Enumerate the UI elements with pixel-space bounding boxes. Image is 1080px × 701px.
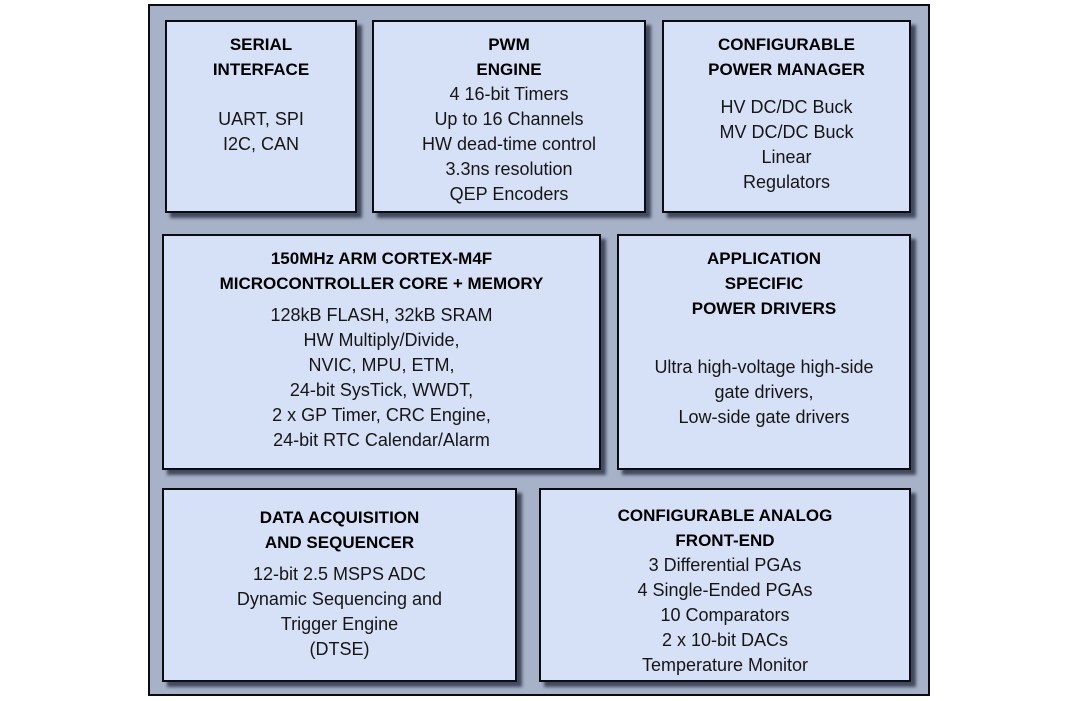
block-body: 12-bit 2.5 MSPS ADC Dynamic Sequencing a… <box>236 564 443 659</box>
block-application-specific-power-drivers: APPLICATION SPECIFIC POWER DRIVERS Ultra… <box>617 234 911 470</box>
block-body: 128kB FLASH, 32kB SRAM HW Multiply/Divid… <box>270 305 493 450</box>
block-configurable-power-manager: CONFIGURABLE POWER MANAGER HV DC/DC Buck… <box>662 20 911 213</box>
block-title: CONFIGURABLE ANALOG FRONT-END <box>617 506 833 550</box>
diagram-outer-frame: SERIAL INTERFACE UART, SPI I2C, CAN PWM … <box>148 4 930 696</box>
block-title: APPLICATION SPECIFIC POWER DRIVERS <box>691 249 837 318</box>
block-body: UART, SPI I2C, CAN <box>218 109 304 154</box>
block-title: DATA ACQUISITION AND SEQUENCER <box>259 508 420 552</box>
block-title: PWM ENGINE <box>476 35 542 79</box>
block-title: 150MHz ARM CORTEX-M4F MICROCONTROLLER CO… <box>219 249 544 293</box>
block-body: 4 16-bit Timers Up to 16 Channels HW dea… <box>421 84 597 204</box>
block-title: SERIAL INTERFACE <box>212 35 310 79</box>
block-serial-interface: SERIAL INTERFACE UART, SPI I2C, CAN <box>165 20 357 213</box>
block-configurable-analog-front-end: CONFIGURABLE ANALOG FRONT-END 3 Differen… <box>539 488 911 682</box>
block-body: HV DC/DC Buck MV DC/DC Buck Linear Regul… <box>719 97 854 192</box>
block-microcontroller-core-memory: 150MHz ARM CORTEX-M4F MICROCONTROLLER CO… <box>162 234 601 470</box>
block-pwm-engine: PWM ENGINE 4 16-bit Timers Up to 16 Chan… <box>372 20 646 213</box>
block-data-acquisition-and-sequencer: DATA ACQUISITION AND SEQUENCER 12-bit 2.… <box>162 488 517 682</box>
block-body: Ultra high-voltage high-side gate driver… <box>654 357 874 427</box>
block-title: CONFIGURABLE POWER MANAGER <box>708 35 865 79</box>
block-body: 3 Differential PGAs 4 Single-Ended PGAs … <box>637 555 813 675</box>
